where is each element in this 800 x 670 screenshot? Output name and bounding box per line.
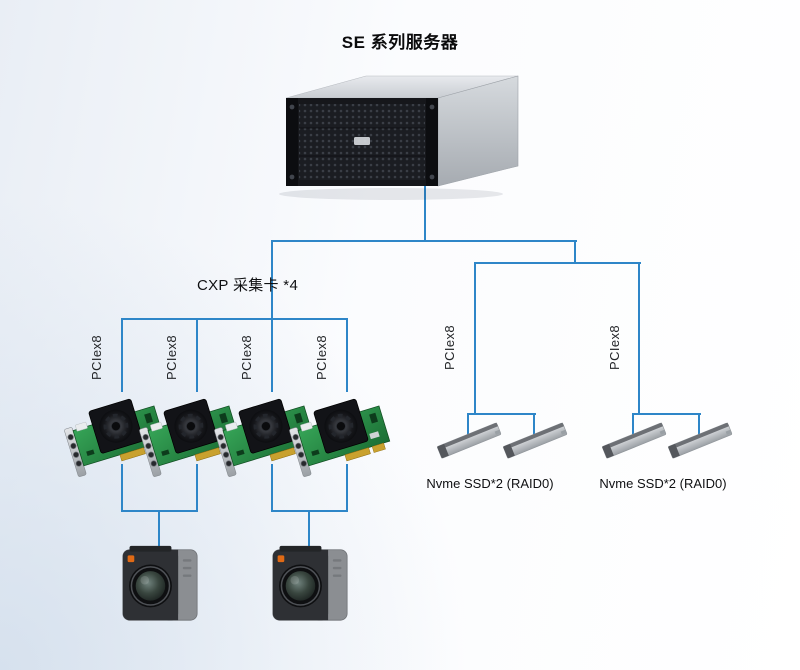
connector-camera1-right: [196, 464, 198, 512]
connector-storage-drop-1: [474, 262, 476, 415]
connector-ssd-bus-1: [468, 413, 536, 415]
connector-ssd-bus-2: [633, 413, 701, 415]
connector-main-bus: [271, 240, 577, 242]
connector-ssd-drop-2b: [698, 413, 700, 435]
pcie-slot-label-3: PCIex8: [239, 334, 254, 380]
connector-storage-bus: [474, 262, 641, 264]
connector-capture-feeder: [271, 240, 273, 392]
rack-server-icon: [278, 75, 519, 201]
connector-capture-drop-1: [121, 318, 123, 392]
nvme-group-label-2: Nvme SSD*2 (RAID0): [599, 476, 727, 491]
connector-ssd-drop-1a: [467, 413, 469, 435]
connector-ssd-drop-2a: [632, 413, 634, 435]
pcie-slot-label-4: PCIex8: [314, 334, 329, 380]
connector-storage-drop-2: [638, 262, 640, 415]
connector-storage-stub: [574, 240, 576, 264]
connector-camera2-left: [271, 464, 273, 512]
connector-capture-drop-4: [346, 318, 348, 392]
connector-capture-drop-2: [196, 318, 198, 392]
connector-server-stem: [424, 184, 426, 242]
connector-camera2-right: [346, 464, 348, 512]
industrial-camera-icon-2: [272, 545, 348, 621]
connector-ssd-drop-1b: [533, 413, 535, 435]
pcie-slot-label-2: PCIex8: [164, 334, 179, 380]
pcie-storage-slot-label-1: PCIex8: [442, 324, 457, 370]
nvme-group-label-1: Nvme SSD*2 (RAID0): [426, 476, 554, 491]
connector-capture-bus: [121, 318, 348, 320]
industrial-camera-icon-1: [122, 545, 198, 621]
connector-camera2-stem: [308, 510, 310, 546]
nvme-ssd-icon-2b: [667, 422, 733, 459]
pcie-slot-label-1: PCIex8: [89, 334, 104, 380]
capture-card-icon-4: [284, 390, 395, 480]
connector-camera1-stem: [158, 510, 160, 546]
connector-camera1-left: [121, 464, 123, 512]
cxp-capture-card-group-label: CXP 采集卡 *4: [197, 277, 299, 294]
diagram-title: SE 系列服务器: [341, 33, 459, 52]
pcie-storage-slot-label-2: PCIex8: [607, 324, 622, 370]
nvme-ssd-icon-1b: [502, 422, 568, 459]
